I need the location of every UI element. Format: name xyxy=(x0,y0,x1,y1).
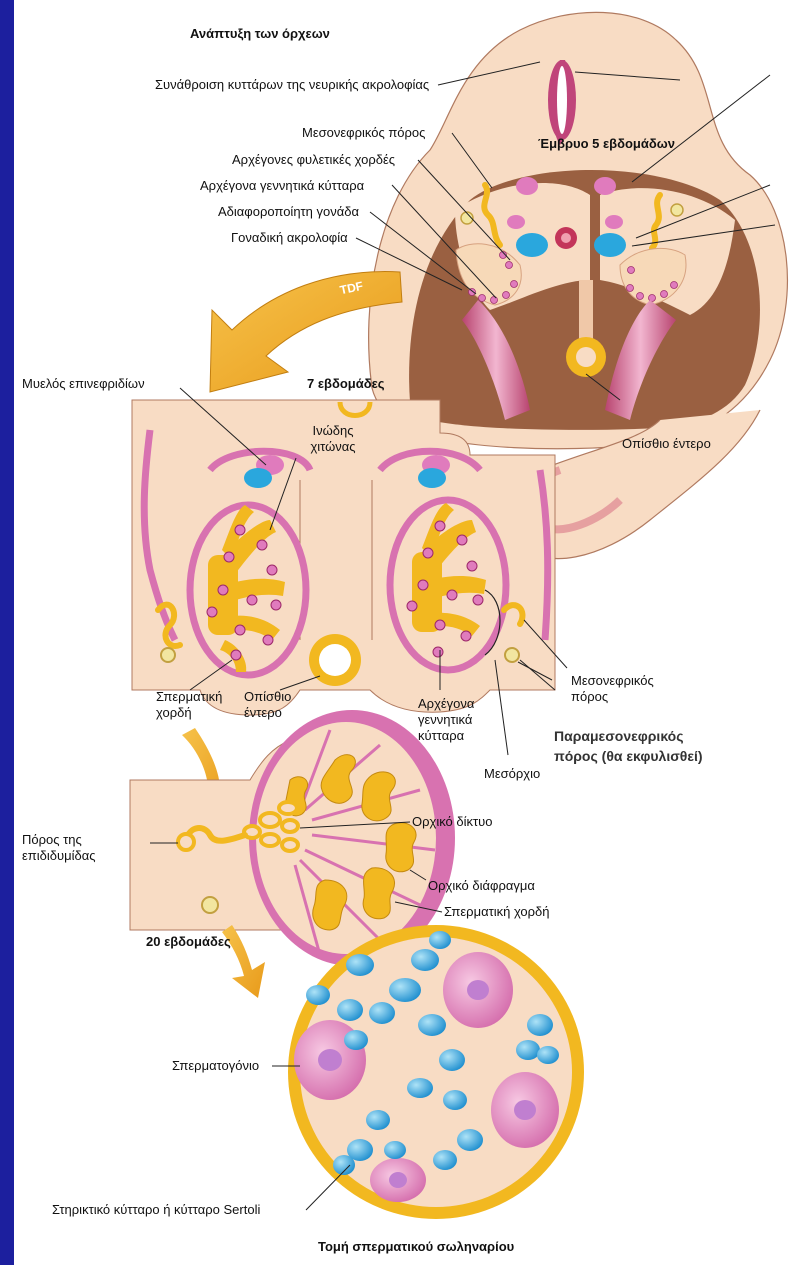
tunica-albuginea-label-2: χιτώνας xyxy=(300,440,366,455)
adrenal-medulla-label: Μυελός επινεφριδίων xyxy=(22,377,145,392)
stage-20wk-label: 20 εβδομάδες xyxy=(146,935,231,950)
mesonephric-blue-left xyxy=(516,233,548,257)
mesonephric-duct-7wk-label-2: πόρος xyxy=(571,690,608,705)
neural-crest-label: Συνάθροιση κυττάρων της νευρικής ακρολοφ… xyxy=(155,78,429,93)
seminiferous-cord-20wk-label: Σπερματική χορδή xyxy=(444,905,550,920)
gonadal-ridge-label: Γοναδική ακρολοφία xyxy=(231,231,348,246)
section-caption: Τομή σπερματικού σωληναρίου xyxy=(318,1240,514,1255)
germ-cells-7wk-label-1: Αρχέγονα xyxy=(418,697,474,712)
embryo-5wk-label: Έμβρυο 5 εβδομάδων xyxy=(538,137,675,152)
septum-label: Ορχικό διάφραγμα xyxy=(428,879,535,894)
rete-testis-label: Ορχικό δίκτυο xyxy=(412,815,493,830)
hindgut-5wk-lumen xyxy=(576,347,596,367)
primitive-sex-cords-label: Αρχέγονες φυλετικές χορδές xyxy=(232,153,395,168)
paramesonephric-7wk-left xyxy=(161,648,175,662)
epididymis-duct-label-2: επιδιδυμίδας xyxy=(22,849,96,864)
primordial-germ-cells-label: Αρχέγονα γεννητικά κύτταρα xyxy=(200,179,364,194)
paramesonephric-7wk-right xyxy=(505,648,519,662)
aorta-lumen xyxy=(561,233,571,243)
mesonephric-blue-right xyxy=(594,233,626,257)
germ-cells-7wk-label-2: γεννητικά xyxy=(418,713,472,728)
neural-crest-cluster-left xyxy=(516,177,538,195)
seminiferous-cord-7wk-label-2: χορδή xyxy=(156,706,192,721)
hindgut-7wk-label-1: Οπίσθιο xyxy=(244,690,291,705)
paramesonephric-20wk xyxy=(202,897,218,913)
mesonephric-duct-label: Μεσονεφρικός πόρος xyxy=(302,126,425,141)
spermatogonium-label: Σπερματογόνιο xyxy=(172,1059,259,1074)
indifferent-gonad-label: Αδιαφοροποίητη γονάδα xyxy=(218,205,359,220)
hindgut-7wk-lumen xyxy=(319,644,351,676)
tunica-albuginea-label-1: Ινώδης xyxy=(303,424,363,439)
germ-cells-7wk-label-3: κύτταρα xyxy=(418,729,464,744)
paramesonephric-label-2: πόρος (θα εκφυλισθεί) xyxy=(554,747,703,767)
adrenal-blue-right xyxy=(418,468,446,488)
paramesonephric-label-1: Παραμεσονεφρικός xyxy=(554,727,684,747)
tubule-section xyxy=(288,925,584,1219)
epididymis-duct-end xyxy=(178,834,194,850)
stage-7wk-label: 7 εβδομάδες xyxy=(307,377,385,392)
epididymis-duct-label-1: Πόρος της xyxy=(22,833,82,848)
neural-canal xyxy=(557,66,567,134)
stage-20-weeks xyxy=(130,710,455,966)
hindgut-7wk-label-2: έντερο xyxy=(244,706,282,721)
seminiferous-cord-7wk-label-1: Σπερματική xyxy=(156,690,222,705)
sertoli-label: Στηρικτικό κύτταρο ή κύτταρο Sertoli xyxy=(52,1203,260,1218)
diagram-title: Ανάπτυξη των όρχεων xyxy=(190,27,330,42)
adrenal-cluster-right xyxy=(605,215,623,229)
neural-crest-cluster-right xyxy=(594,177,616,195)
hindgut-5wk-label: Οπίσθιο έντερο xyxy=(622,437,711,452)
mesonephric-duct-7wk-label-1: Μεσονεφρικός xyxy=(571,674,654,689)
mesorchium-label: Μεσόρχιο xyxy=(484,767,540,782)
adrenal-blue-left xyxy=(244,468,272,488)
adrenal-cluster-left xyxy=(507,215,525,229)
paramesonephric-right xyxy=(671,204,683,216)
